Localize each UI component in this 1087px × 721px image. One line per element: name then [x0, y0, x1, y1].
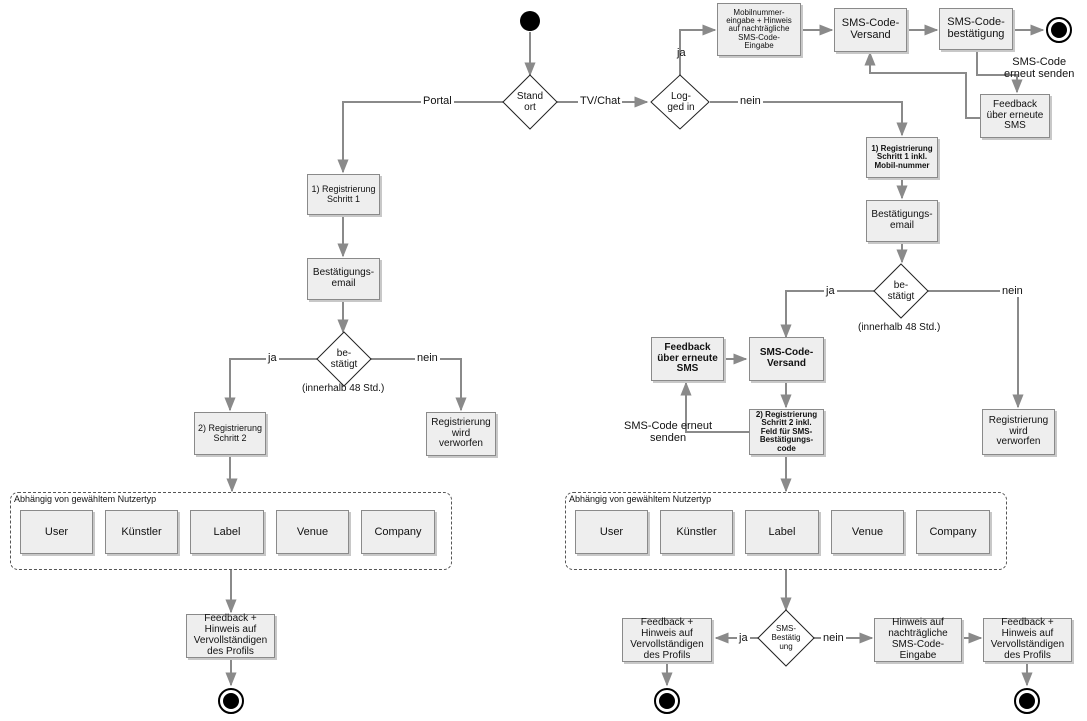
- end-node-bottom-left: [654, 688, 680, 714]
- edge-left-ja: [224, 358, 318, 412]
- node-sms-versand-top: SMS-Code- Versand: [834, 8, 907, 52]
- start-node: [520, 11, 540, 31]
- label-innerhalb-right: (innerhalb 48 Std.): [858, 322, 941, 333]
- decision-bestaetigt-left: [316, 331, 372, 387]
- label-nein-right: nein: [1000, 285, 1025, 298]
- decision-standort-text: Stand ort: [516, 91, 544, 113]
- group-right-title: Abhängig von gewähltem Nutzertyp: [569, 494, 712, 504]
- decision-sms-bestaetigung-text: SMS- Bestätig ung: [771, 623, 801, 651]
- node-feedback-sms-top: Feedback über erneute SMS: [980, 94, 1050, 138]
- label-sms-erneut-mid: SMS-Code erneut senden: [624, 420, 713, 445]
- node-hinweis-bottom: Hinweis auf nachträgliche SMS-Code- Eing…: [874, 618, 962, 662]
- edge-bestaetigung-feedback: [976, 50, 1023, 94]
- group-left-title: Abhängig von gewähltem Nutzertyp: [14, 494, 157, 504]
- node-feedback-bottom-right: Feedback + Hinweis auf Vervollständigen …: [983, 618, 1072, 662]
- edge-feedback-versand: [864, 51, 980, 119]
- group-nutzertyp-left: Abhängig von gewähltem Nutzertyp: [10, 492, 452, 570]
- type-label-right: Label: [745, 510, 819, 554]
- edge-loggedin-ja: [679, 24, 717, 78]
- type-kuenstler-right: Künstler: [660, 510, 733, 554]
- type-label-left: Label: [190, 510, 264, 554]
- label-nein-bottom: nein: [821, 632, 846, 645]
- node-verworfen-left: Registrierung wird verworfen: [426, 412, 496, 456]
- decision-standort: [502, 74, 558, 130]
- label-nein-left: nein: [415, 352, 440, 365]
- node-reg1-right: 1) Registrierung Schritt 1 inkl. Mobil-n…: [866, 137, 938, 178]
- edge-right-ja: [780, 290, 874, 339]
- group-nutzertyp-right: Abhängig von gewähltem Nutzertyp: [565, 492, 1007, 570]
- label-ja-right: ja: [824, 285, 837, 298]
- edge-standort-portal: [337, 101, 503, 174]
- label-ja-bottom: ja: [737, 632, 750, 645]
- decision-bestaetigt-right: [873, 263, 929, 319]
- node-mobilnummer-hinweis: Mobilnummer- eingabe + Hinweis auf nacht…: [717, 3, 801, 56]
- type-user-right: User: [575, 510, 648, 554]
- type-venue-left: Venue: [276, 510, 349, 554]
- type-venue-right: Venue: [831, 510, 904, 554]
- decision-logged-in-text: Log- ged in: [667, 91, 695, 113]
- node-bestaetigung-left: Bestätigungs- email: [307, 258, 380, 300]
- end-node-top: [1046, 17, 1072, 43]
- edge-loggedin-nein: [710, 101, 908, 137]
- node-feedback-bottom-left: Feedback + Hinweis auf Vervollständigen …: [622, 618, 712, 662]
- edge-reg2-group-left: [226, 455, 238, 493]
- label-sms-erneut-top: SMS-Code erneut senden: [1004, 56, 1075, 81]
- node-verworfen-right: Registrierung wird verworfen: [982, 409, 1055, 455]
- edge-reg2-feedback-mid: [680, 381, 749, 433]
- node-sms-bestaetigung-top: SMS-Code- bestätigung: [939, 8, 1013, 50]
- edge-left-nein: [370, 358, 467, 412]
- label-ja-left: ja: [266, 352, 279, 365]
- type-kuenstler-left: Künstler: [105, 510, 178, 554]
- decision-bestaetigt-left-text: be- stätigt: [330, 348, 358, 370]
- label-ja-top: ja: [677, 47, 686, 59]
- node-reg2-right: 2) Registrierung Schritt 2 inkl. Feld fü…: [749, 409, 824, 455]
- decision-logged-in: [650, 74, 710, 130]
- label-portal: Portal: [421, 95, 454, 108]
- edge-right-nein: [928, 290, 1024, 409]
- label-innerhalb-left: (innerhalb 48 Std.): [302, 383, 385, 394]
- type-user-left: User: [20, 510, 93, 554]
- decision-bestaetigt-right-text: be- stätigt: [887, 280, 915, 302]
- node-reg2-left: 2) Registrierung Schritt 2: [194, 412, 266, 455]
- node-bestaetigung-right: Bestätigungs- email: [866, 200, 938, 242]
- end-node-bottom-right: [1014, 688, 1040, 714]
- label-nein-top: nein: [738, 95, 763, 108]
- node-sms-versand-mid: SMS-Code- Versand: [749, 337, 824, 381]
- node-reg1-left: 1) Registrierung Schritt 1: [307, 174, 380, 215]
- decision-sms-bestaetigung: [757, 609, 815, 667]
- node-feedback-sms-mid: Feedback über erneute SMS: [651, 337, 724, 381]
- node-feedback-left: Feedback + Hinweis auf Vervollständigen …: [186, 614, 275, 658]
- type-company-left: Company: [361, 510, 435, 554]
- end-node-left: [218, 688, 244, 714]
- label-tvchat: TV/Chat: [578, 95, 623, 108]
- type-company-right: Company: [916, 510, 990, 554]
